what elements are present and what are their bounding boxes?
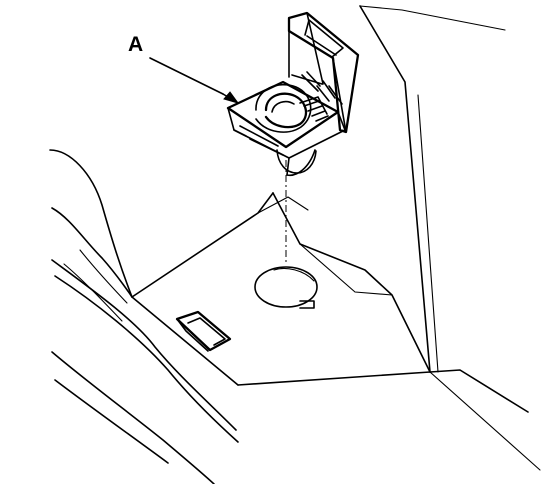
floor-tab [175,310,232,352]
cup-holder-assembly [226,80,346,177]
callout-leader-arrow [149,57,240,104]
callout-label-a: A [128,33,144,56]
cup-holder-lid [287,11,360,134]
left-seat-structure [49,149,239,484]
socket-opening [254,266,318,309]
right-side-panel [359,5,541,471]
console-floor [131,192,431,386]
